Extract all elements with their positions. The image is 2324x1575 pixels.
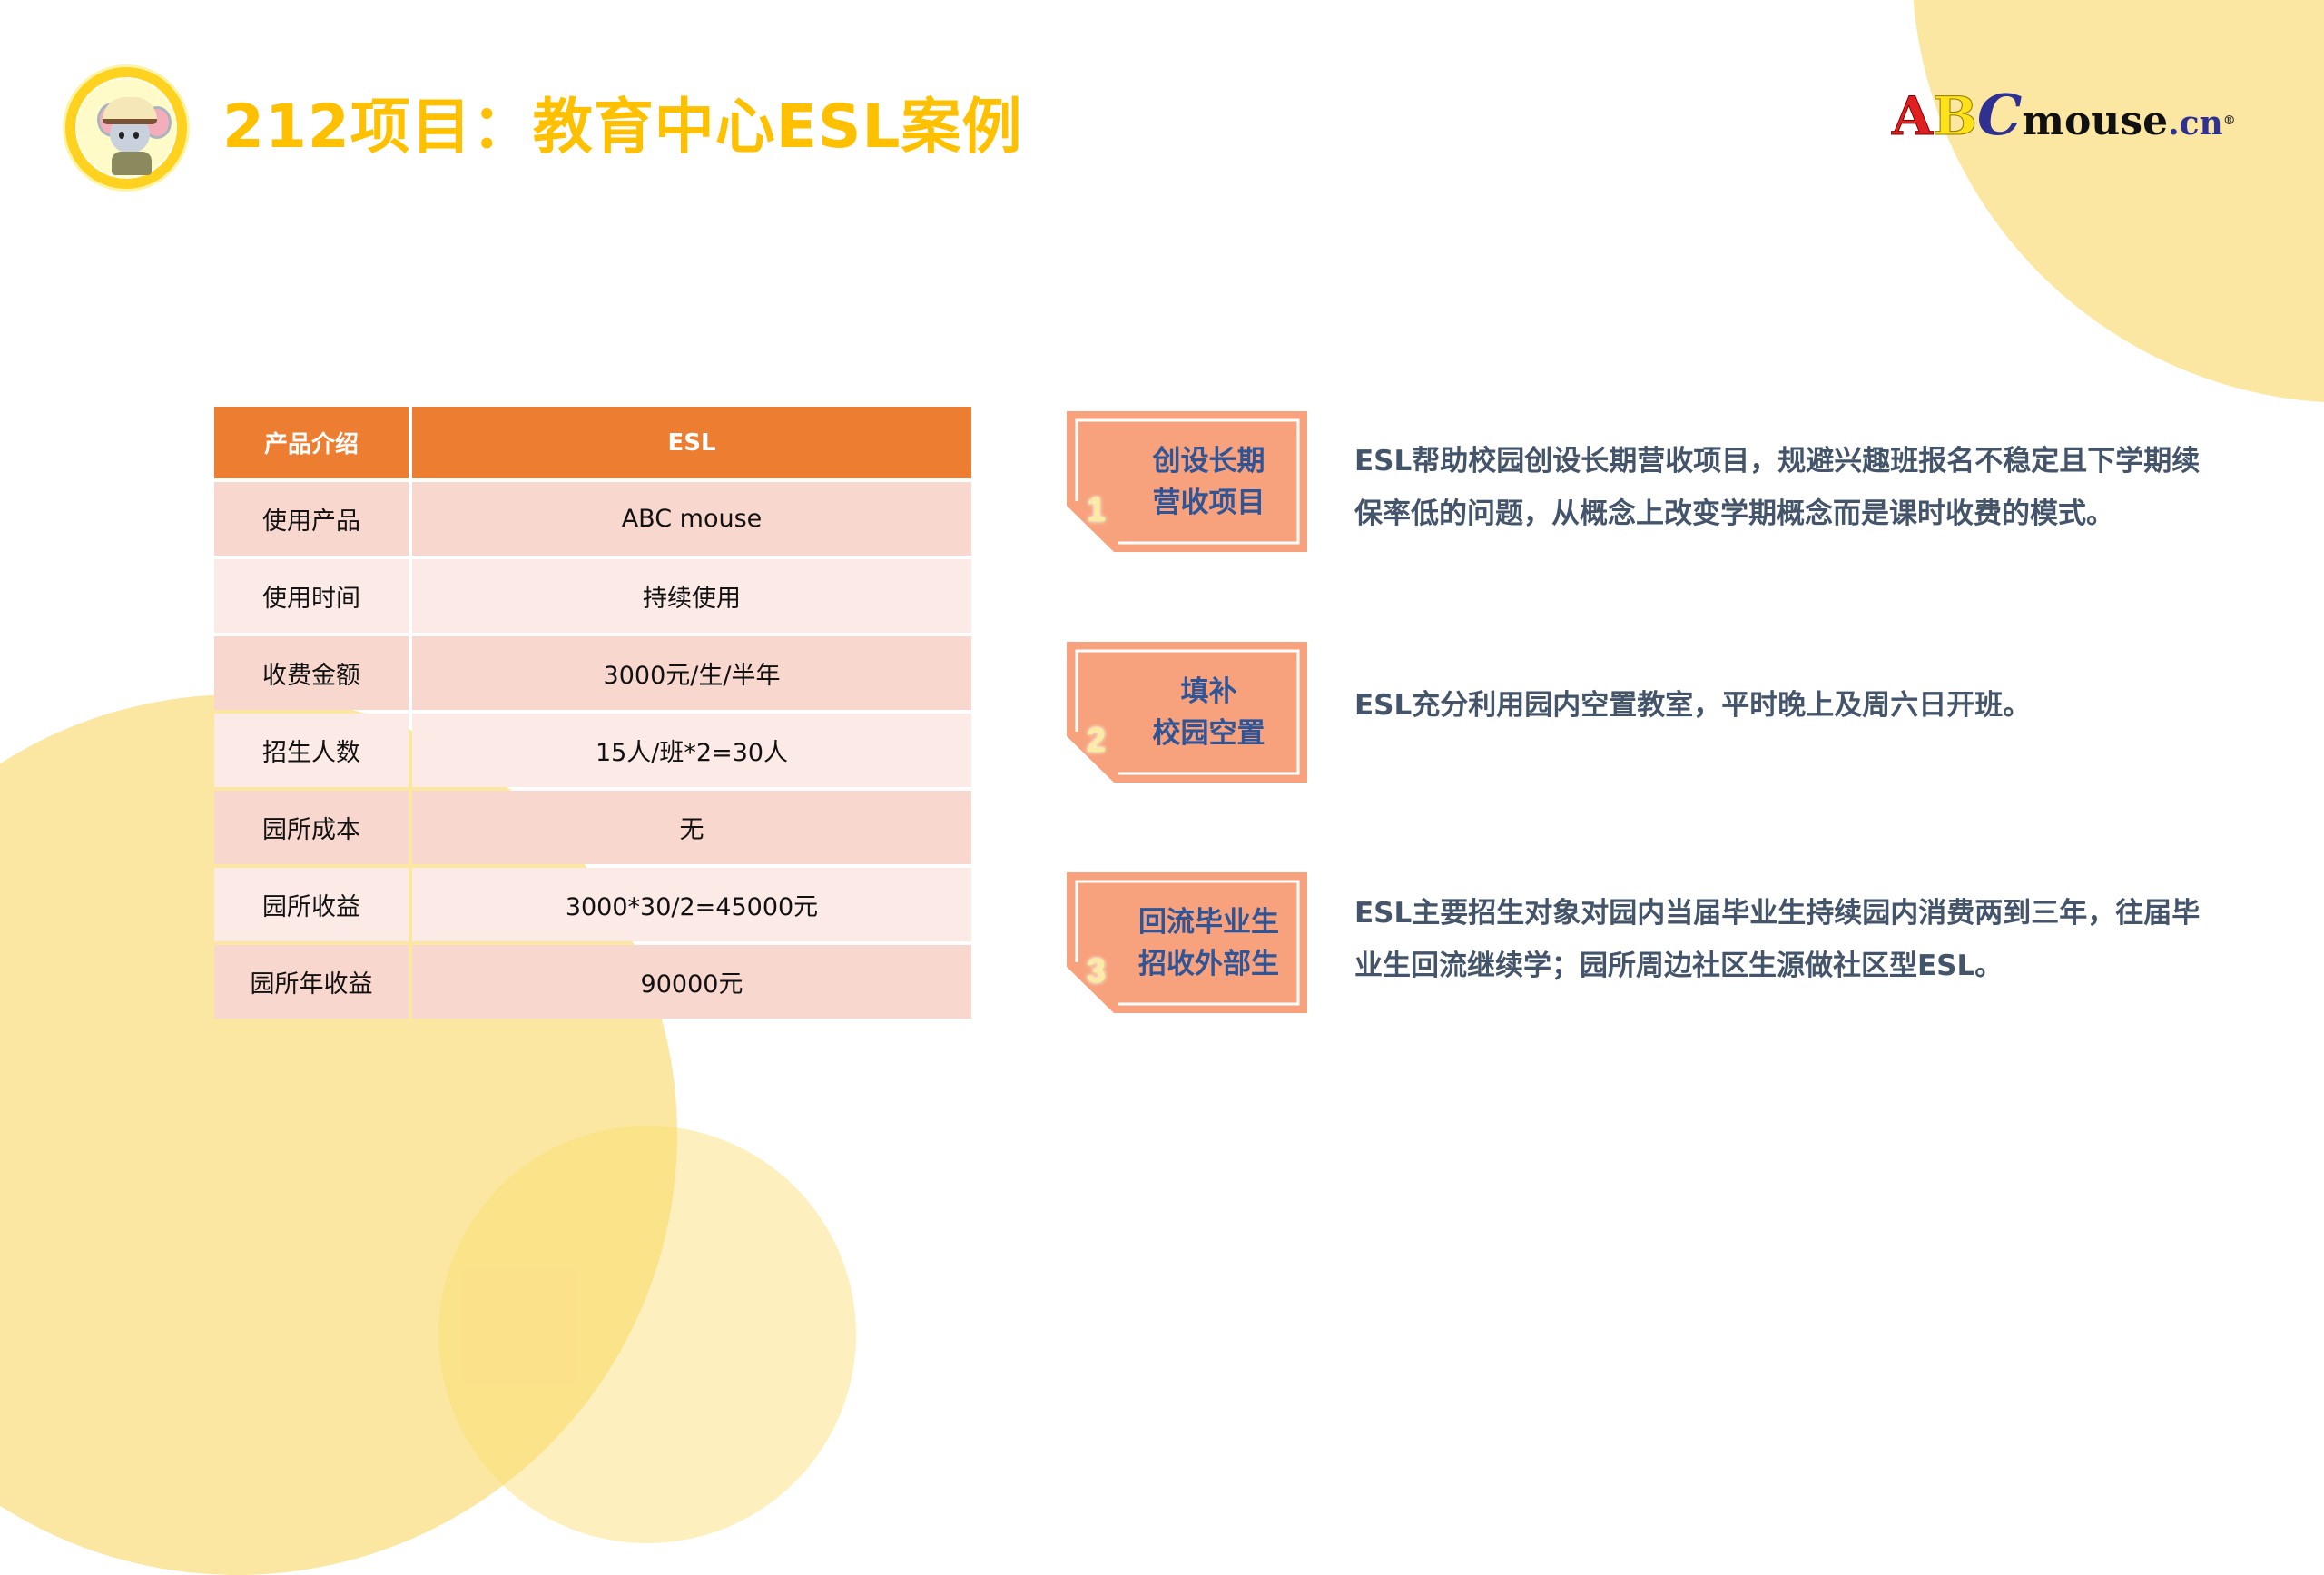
decorative-circle-bottom-center (438, 1126, 856, 1543)
page-title: 212项目：教育中心ESL案例 (222, 92, 1023, 162)
row-value: 3000元/生/半年 (412, 636, 971, 710)
card-number: 3 (1087, 952, 1107, 990)
table-row: 招生人数 15人/班*2=30人 (214, 714, 971, 787)
logo-letter-a: A (1891, 85, 1934, 147)
feature-card-1: 1 创设长期 营收项目 (1067, 411, 1307, 552)
table-header-cell: ESL (412, 407, 971, 478)
card-title: 填补 校园空置 (1123, 642, 1295, 783)
card-title-line: 招收外部生 (1138, 947, 1279, 980)
row-value: 3000*30/2=45000元 (412, 868, 971, 941)
card-inner-frame (1071, 646, 1303, 778)
table-header-row: 产品介绍 ESL (214, 407, 971, 478)
mouse-eye-icon (119, 132, 124, 139)
registered-mark: ® (2222, 113, 2236, 128)
row-value: 持续使用 (412, 559, 971, 633)
table-row: 园所收益 3000*30/2=45000元 (214, 868, 971, 941)
card-inner-frame (1071, 877, 1303, 1009)
row-value: ABC mouse (412, 482, 971, 556)
mouse-body-icon (112, 152, 152, 175)
row-value: 90000元 (412, 945, 971, 1019)
table-row: 收费金额 3000元/生/半年 (214, 636, 971, 710)
logo-letter-b: B (1933, 85, 1978, 147)
row-label: 使用产品 (214, 482, 409, 556)
card-title: 创设长期 营收项目 (1123, 411, 1295, 552)
mouse-eye-icon (133, 132, 139, 139)
card-number: 1 (1087, 491, 1107, 529)
safari-hat-icon (103, 97, 157, 124)
card-description-1: ESL帮助校园创设长期营收项目，规避兴趣班报名不稳定且下学期续保率低的问题，从概… (1354, 445, 2201, 530)
feature-card-2: 2 填补 校园空置 (1067, 642, 1307, 783)
card-title-line: 创设长期 (1152, 444, 1265, 477)
table-row: 园所成本 无 (214, 791, 971, 864)
abcmouse-logo: ABCmouse.cn® (1891, 87, 2236, 145)
card-title: 回流毕业生 招收外部生 (1123, 872, 1295, 1013)
logo-word-mouse: mouse (2022, 98, 2169, 144)
card-description-2: ESL充分利用园内空置教室，平时晚上及周六日开班。 (1354, 689, 2032, 722)
card-description-3: ESL主要招生对象对园内当届毕业生持续园内消费两到三年，往届毕业生回流继续学；园… (1354, 897, 2201, 982)
row-label: 收费金额 (214, 636, 409, 710)
badge-inner-ring (75, 77, 177, 179)
row-label: 园所年收益 (214, 945, 409, 1019)
row-value: 无 (412, 791, 971, 864)
card-title-line: 营收项目 (1152, 486, 1265, 519)
row-label: 招生人数 (214, 714, 409, 787)
table-row: 使用时间 持续使用 (214, 559, 971, 633)
card-title-line: 校园空置 (1152, 716, 1265, 750)
card-background (1067, 642, 1307, 783)
card-background (1067, 872, 1307, 1013)
logo-domain: .cn (2168, 104, 2223, 143)
row-label: 园所收益 (214, 868, 409, 941)
row-label: 使用时间 (214, 559, 409, 633)
feature-card-3: 3 回流毕业生 招收外部生 (1067, 872, 1307, 1013)
row-value: 15人/班*2=30人 (412, 714, 971, 787)
row-label: 园所成本 (214, 791, 409, 864)
card-inner-frame (1071, 416, 1303, 547)
card-background (1067, 411, 1307, 552)
product-info-table: 产品介绍 ESL 使用产品 ABC mouse 使用时间 持续使用 收费金额 3… (211, 403, 975, 1022)
table-row: 园所年收益 90000元 (214, 945, 971, 1019)
table-row: 使用产品 ABC mouse (214, 482, 971, 556)
table-header-cell: 产品介绍 (214, 407, 409, 478)
logo-letter-c: C (1977, 82, 2023, 148)
card-number: 2 (1087, 722, 1107, 760)
mascot-badge-icon (65, 67, 187, 189)
card-title-line: 填补 (1180, 674, 1237, 708)
card-title-line: 回流毕业生 (1138, 905, 1279, 939)
decorative-circle-top-right (1912, 0, 2324, 403)
